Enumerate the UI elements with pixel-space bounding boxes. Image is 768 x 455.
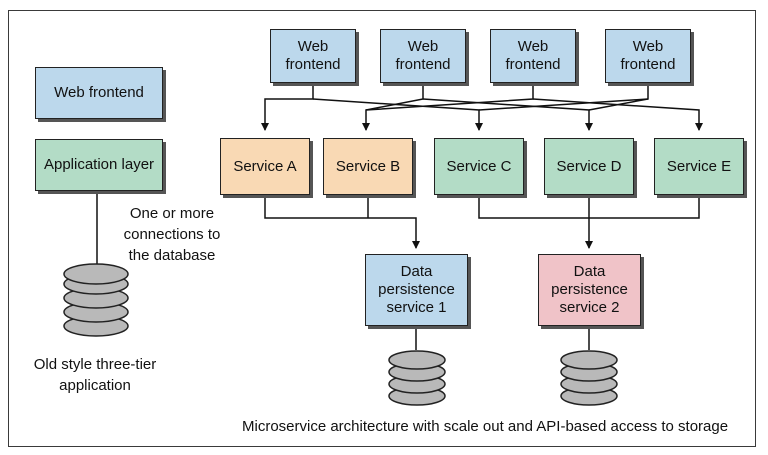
connections-note: One or more connections to the database xyxy=(123,205,221,264)
service-a-box: Service A xyxy=(220,138,310,195)
web-frontend-label: Web frontend xyxy=(54,84,144,101)
service-d-label: Service D xyxy=(556,157,622,175)
service-c-box: Service C xyxy=(434,138,524,195)
web-frontend-box-4: Web frontend xyxy=(605,29,691,83)
web-frontend-label-3: Web frontend xyxy=(505,38,561,73)
frontend2-to-service-b-arrow xyxy=(362,83,424,131)
frontend4-to-service-c-arrow xyxy=(478,98,649,111)
three-tier-caption: Old style three-tier application xyxy=(33,356,157,394)
web-frontend-box-3: Web frontend xyxy=(490,29,576,83)
data-persistence-service-1-box: Data persistence service 1 xyxy=(365,254,468,326)
web-frontend-label-4: Web frontend xyxy=(620,38,676,73)
frontend1-to-service-a-arrow xyxy=(261,83,314,131)
web-frontend-label-2: Web frontend xyxy=(395,38,451,73)
web-frontend-box: Web frontend xyxy=(35,67,163,119)
frontend3-to-service-b-arrow xyxy=(365,83,534,111)
database-icon-1 xyxy=(388,350,446,406)
application-layer-label: Application layer xyxy=(43,156,155,173)
service-b-label: Service B xyxy=(335,157,401,175)
database-icon-2 xyxy=(560,350,618,406)
service-d-box: Service D xyxy=(544,138,634,195)
service-e-label: Service E xyxy=(666,157,732,175)
web-frontend-label-1: Web frontend xyxy=(285,38,341,73)
diagram-frame xyxy=(8,10,756,447)
data-persistence-service-2-box: Data persistence service 2 xyxy=(538,254,641,326)
web-frontend-box-1: Web frontend xyxy=(270,29,356,83)
data-persistence-service-1-label: Data persistence service 1 xyxy=(378,263,455,316)
service-b-box: Service B xyxy=(323,138,413,195)
frontend3-to-service-e-arrow xyxy=(532,98,703,131)
service-a-label: Service A xyxy=(233,157,297,175)
web-frontend-box-2: Web frontend xyxy=(380,29,466,83)
data-persistence-service-2-label: Data persistence service 2 xyxy=(551,263,628,316)
microservice-caption: Microservice architecture with scale out… xyxy=(242,418,729,435)
service-c-label: Service C xyxy=(446,157,512,175)
frontend2-to-service-d-arrow xyxy=(422,98,593,131)
services-ab-to-persistence1-arrow xyxy=(264,195,420,249)
service-e-box: Service E xyxy=(654,138,744,195)
application-layer-box: Application layer xyxy=(35,139,163,191)
database-icon xyxy=(63,263,129,337)
